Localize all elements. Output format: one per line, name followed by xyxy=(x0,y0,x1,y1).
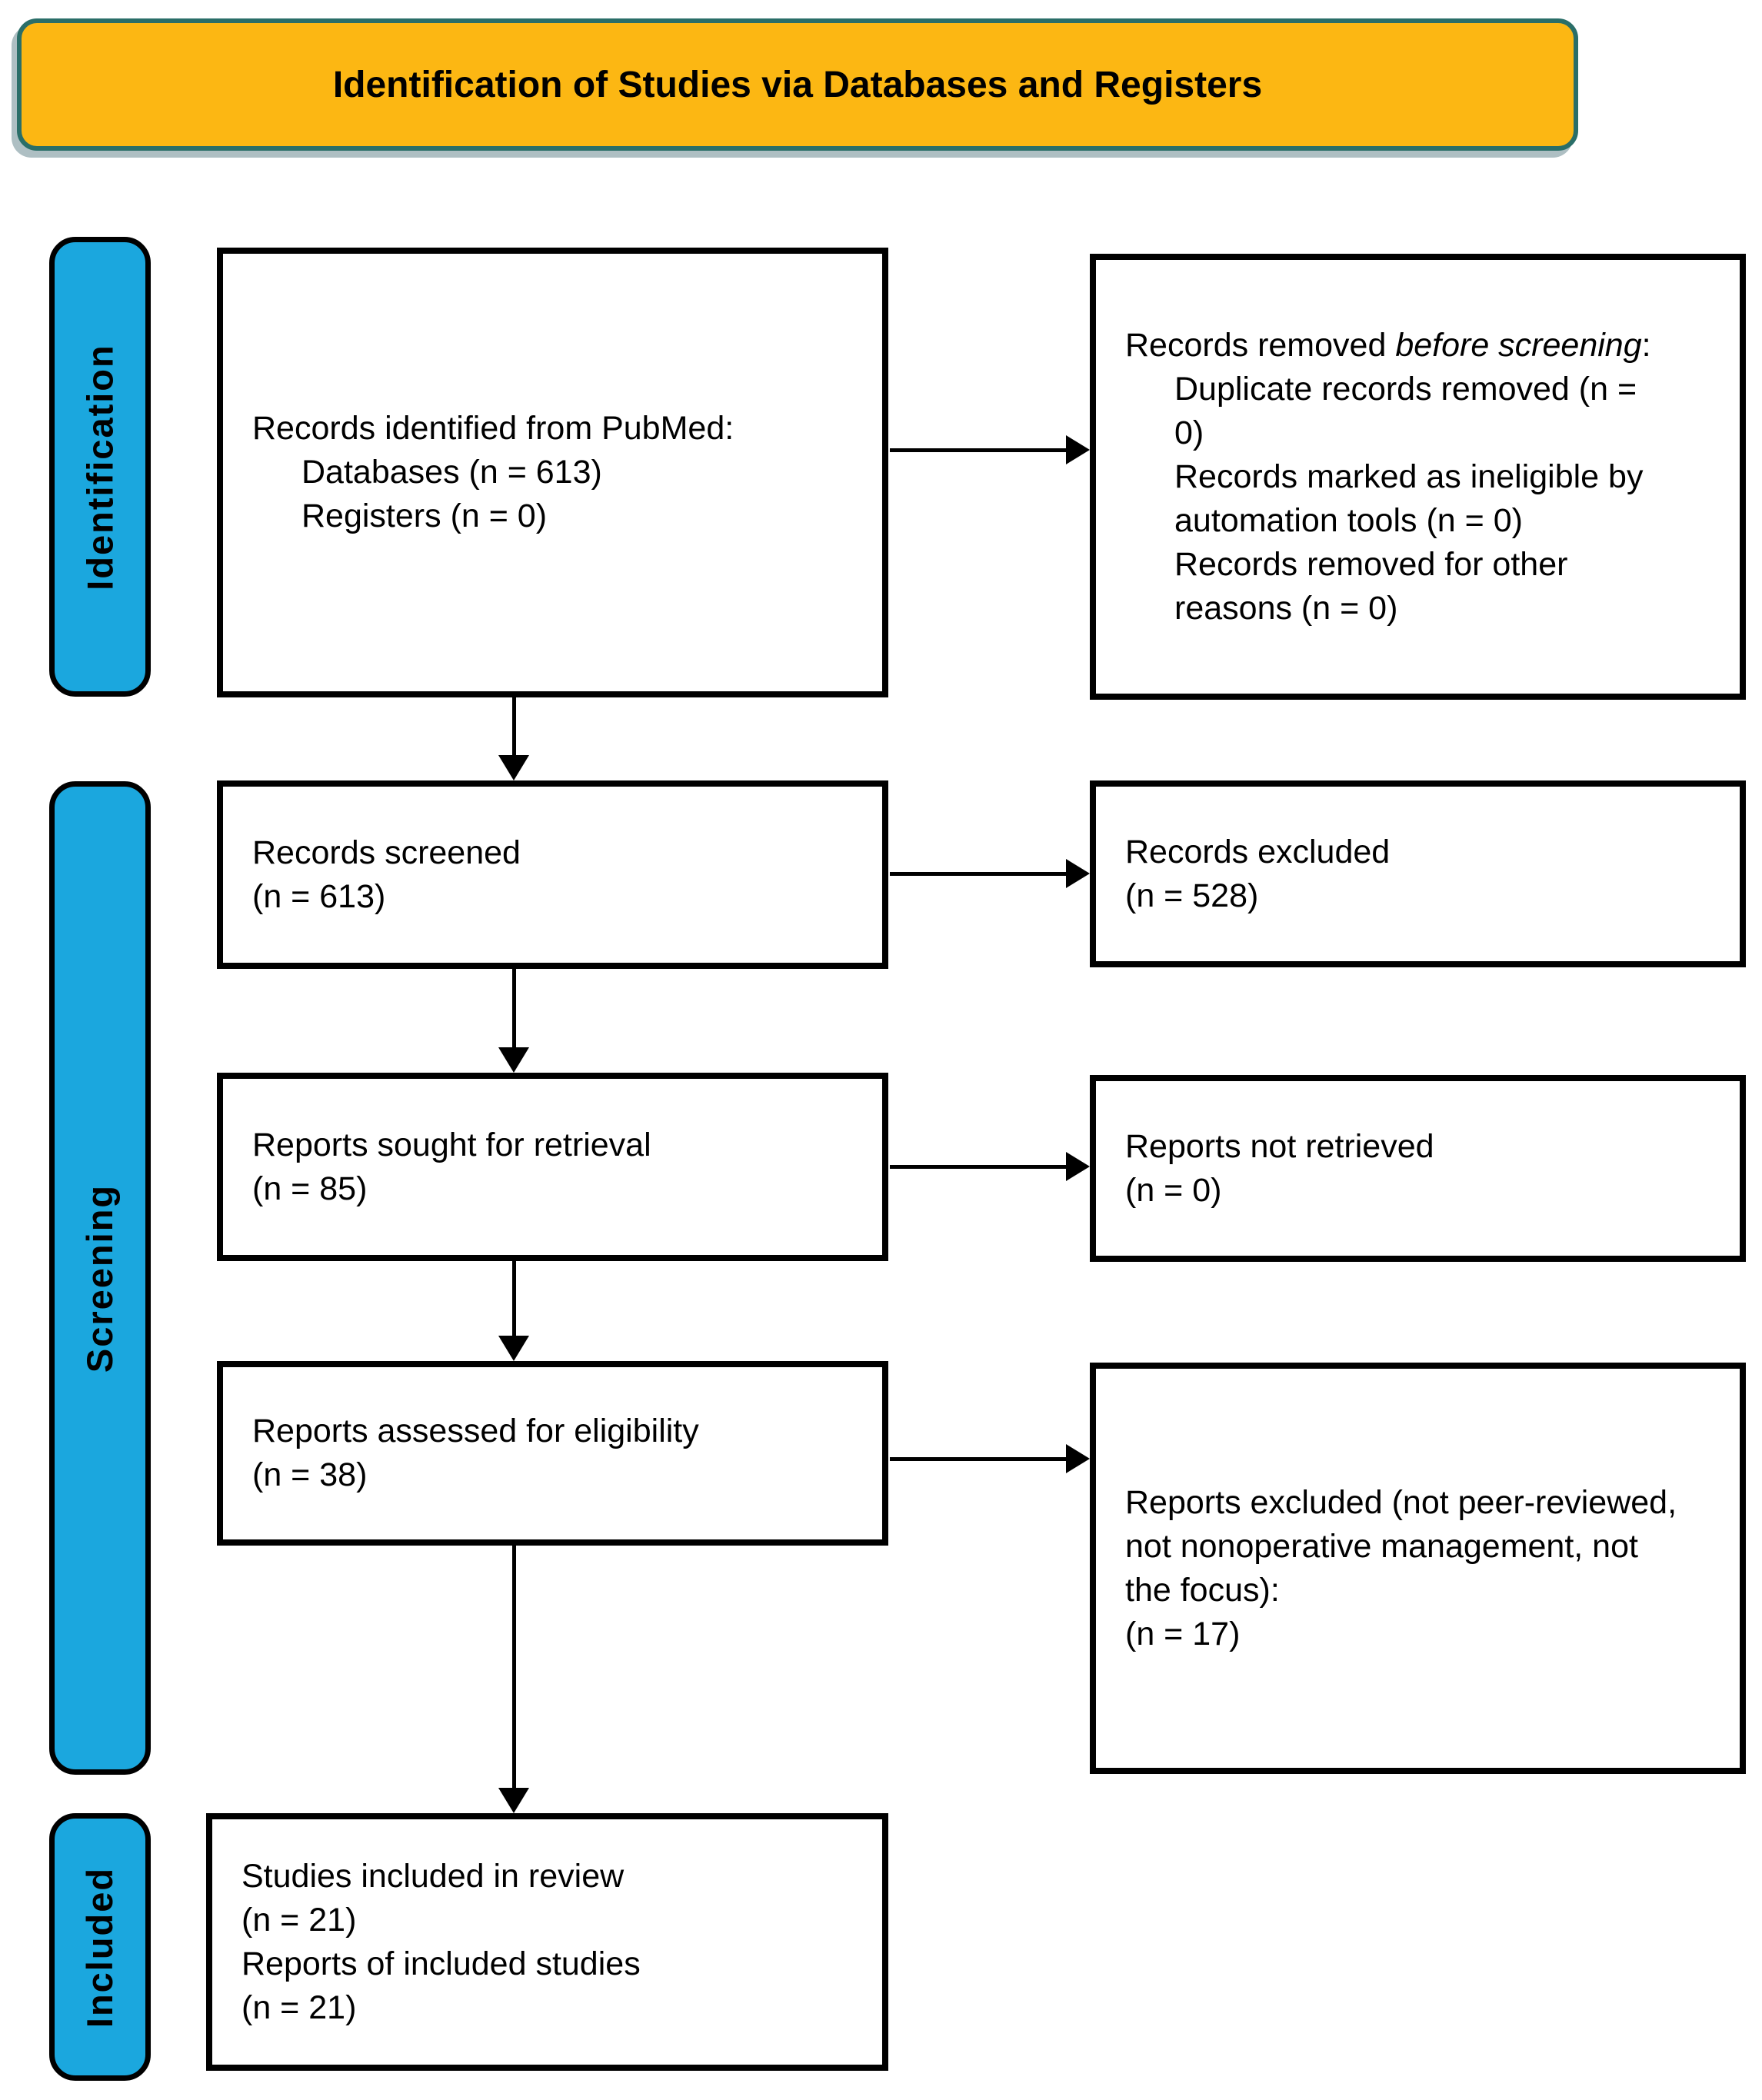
box-reports-not-retrieved: Reports not retrieved (n = 0) xyxy=(1090,1075,1746,1262)
reports-sought-line: Reports sought for retrieval xyxy=(252,1126,651,1163)
removed-other: Records removed for other reasons (n = 0… xyxy=(1174,545,1568,627)
box-reports-assessed: Reports assessed for eligibility (n = 38… xyxy=(217,1361,888,1546)
reports-sought-count: (n = 85) xyxy=(252,1170,368,1207)
arrow-sought-to-assessed-line xyxy=(512,1261,516,1337)
arrow-screened-to-sought-line xyxy=(512,969,516,1049)
records-excluded-count: (n = 528) xyxy=(1125,877,1259,914)
stage-screening-label: Screening xyxy=(79,1183,121,1373)
page-title: Identification of Studies via Databases … xyxy=(332,64,1263,105)
arrow-sought-to-notretrieved-line xyxy=(890,1165,1067,1169)
box-records-identified: Records identified from PubMed: Database… xyxy=(217,248,888,697)
reports-assessed-line: Reports assessed for eligibility xyxy=(252,1413,699,1449)
arrow-identified-to-screened-line xyxy=(512,697,516,757)
stage-screening: Screening xyxy=(49,781,151,1775)
stage-identification: Identification xyxy=(49,237,151,697)
arrow-screened-to-excluded-head-icon xyxy=(1066,859,1090,888)
removed-duplicates: Duplicate records removed (n = 0) xyxy=(1174,370,1637,451)
reports-excluded-count: (n = 17) xyxy=(1125,1615,1241,1652)
removed-ineligible: Records marked as ineligible by automati… xyxy=(1174,458,1644,539)
reports-assessed-count: (n = 38) xyxy=(252,1456,368,1493)
arrow-screened-to-excluded-line xyxy=(890,872,1067,876)
records-removed-suffix: : xyxy=(1641,326,1651,364)
studies-included-count: (n = 21) xyxy=(241,1901,357,1939)
records-removed-prefix: Records removed xyxy=(1125,326,1396,364)
stage-included: Included xyxy=(49,1813,151,2081)
stage-included-label: Included xyxy=(79,1866,121,2028)
arrow-assessed-to-excluded-head-icon xyxy=(1066,1444,1090,1473)
arrow-identified-to-removed-line xyxy=(890,448,1067,452)
records-identified-databases: Databases (n = 613) xyxy=(301,454,602,491)
arrow-identified-to-screened-head-icon xyxy=(498,755,529,780)
reports-excluded-line: Reports excluded (not peer-reviewed, not… xyxy=(1125,1483,1677,1609)
reports-included-count: (n = 21) xyxy=(241,1989,357,2026)
arrow-assessed-to-excluded-line xyxy=(890,1457,1067,1461)
reports-not-retrieved-count: (n = 0) xyxy=(1125,1171,1222,1209)
studies-included-line: Studies included in review xyxy=(241,1857,625,1895)
box-studies-included: Studies included in review (n = 21) Repo… xyxy=(206,1813,888,2071)
box-reports-excluded: Reports excluded (not peer-reviewed, not… xyxy=(1090,1363,1746,1774)
records-identified-registers: Registers (n = 0) xyxy=(301,498,548,534)
stage-identification-label: Identification xyxy=(79,343,121,591)
records-screened-line: Records screened xyxy=(252,834,521,871)
records-identified-line: Records identified from PubMed: xyxy=(252,410,734,447)
box-records-removed-before-screening: Records removed before screening: Duplic… xyxy=(1090,254,1746,700)
box-records-screened: Records screened (n = 613) xyxy=(217,780,888,969)
title-banner: Identification of Studies via Databases … xyxy=(17,18,1578,151)
arrow-identified-to-removed-head-icon xyxy=(1066,435,1090,464)
arrow-screened-to-sought-head-icon xyxy=(498,1047,529,1073)
box-records-excluded: Records excluded (n = 528) xyxy=(1090,780,1746,967)
arrow-assessed-to-included-line xyxy=(512,1546,516,1789)
arrow-sought-to-notretrieved-head-icon xyxy=(1066,1152,1090,1181)
box-reports-sought: Reports sought for retrieval (n = 85) xyxy=(217,1073,888,1261)
reports-included-line: Reports of included studies xyxy=(241,1945,641,1982)
records-excluded-line: Records excluded xyxy=(1125,833,1391,870)
arrow-assessed-to-included-head-icon xyxy=(498,1788,529,1813)
arrow-sought-to-assessed-head-icon xyxy=(498,1336,529,1361)
records-removed-italic: before screening xyxy=(1395,326,1642,364)
records-removed-heading: Records removed before screening: xyxy=(1125,324,1651,368)
records-screened-count: (n = 613) xyxy=(252,877,386,915)
reports-not-retrieved-line: Reports not retrieved xyxy=(1125,1127,1434,1165)
